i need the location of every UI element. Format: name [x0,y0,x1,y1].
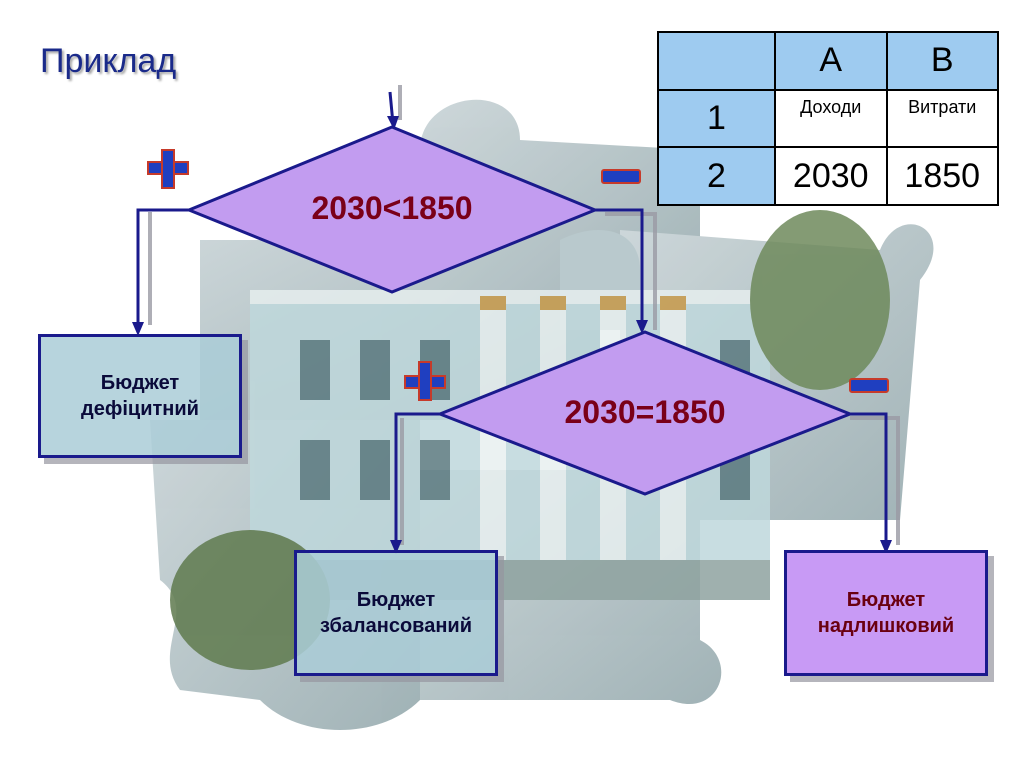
outcome-surplus-box: Бюджет надлишковий [784,550,988,676]
minus-icon [601,169,641,184]
outcome-balanced-line2: збалансований [320,615,472,637]
budget-table: A B 1 Доходи Витрати 2 2030 1850 [657,31,999,206]
expense-value-cell: 1850 [885,146,999,206]
table-row: 1 Доходи Витрати [657,88,999,149]
outcome-surplus-line2: надлишковий [817,615,955,637]
decision-1-condition: 2030<1850 [311,190,473,226]
plus-icon [404,361,446,401]
income-value-cell: 2030 [774,146,888,206]
outcome-deficit-line1: Бюджет [100,372,180,394]
outcome-balanced-box: Бюджет збалансований [294,550,498,676]
decision-diamond-1 [185,125,599,294]
table-corner-cell [657,31,776,91]
flow-connectors [136,91,888,546]
column-header-a: A [774,31,888,91]
outcome-deficit-line2: дефіцитний [81,398,199,420]
outcome-deficit-box: Бюджет дефіцитний [38,334,242,458]
row-number: 1 [657,88,776,149]
outcome-balanced-line1: Бюджет [356,589,436,611]
expense-label-cell: Витрати [885,88,999,149]
decision-diamond-2 [435,330,855,496]
table-row: 2 2030 1850 [657,146,999,206]
decision-2-condition: 2030=1850 [564,394,726,430]
minus-icon [849,378,889,393]
row-number: 2 [657,146,776,206]
plus-icon [147,149,189,189]
income-label-cell: Доходи [774,88,888,149]
column-header-b: B [885,31,999,91]
page-title: Приклад [40,42,177,80]
outcome-surplus-line1: Бюджет [846,589,926,611]
